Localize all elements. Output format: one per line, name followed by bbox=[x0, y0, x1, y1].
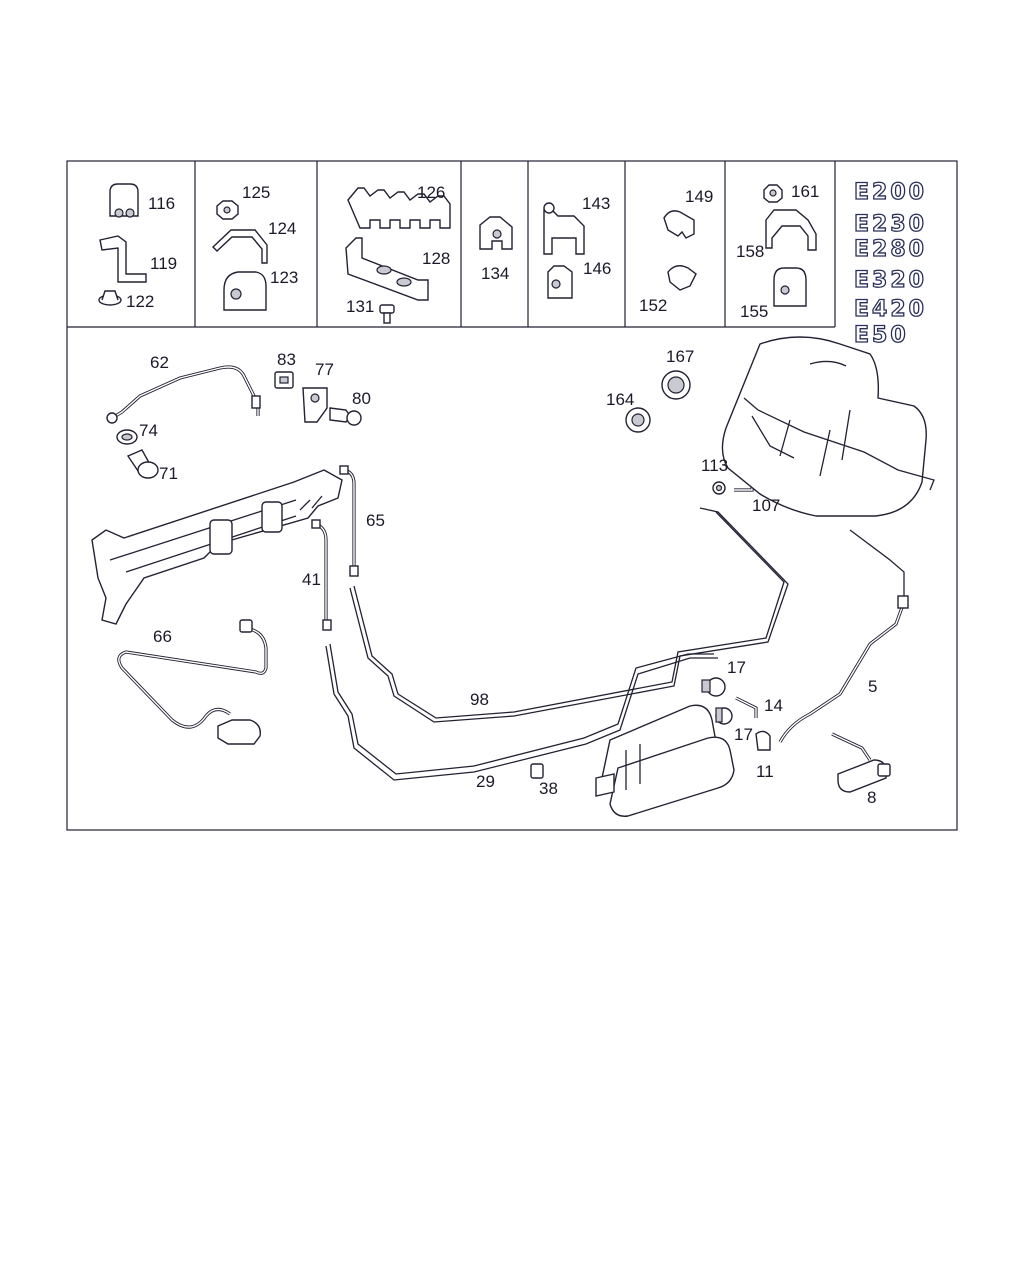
hose-14[interactable] bbox=[735, 696, 758, 718]
label-161: 161 bbox=[791, 182, 819, 201]
label-17-lower: 17 bbox=[734, 725, 753, 744]
label-38: 38 bbox=[539, 779, 558, 798]
label-80: 80 bbox=[352, 389, 371, 408]
grommet-164[interactable] bbox=[625, 407, 651, 433]
label-74: 74 bbox=[139, 421, 158, 440]
clip-152[interactable] bbox=[667, 265, 697, 291]
label-143: 143 bbox=[582, 194, 610, 213]
label-164: 164 bbox=[606, 390, 634, 409]
kit-box-7: 161 158 155 bbox=[736, 182, 819, 321]
mount-146[interactable] bbox=[547, 265, 573, 299]
grommet-167[interactable] bbox=[661, 370, 691, 400]
model-badge-2: E230 bbox=[854, 212, 927, 237]
kit-box-2: 125 124 123 bbox=[211, 183, 298, 311]
clamp-17-lower[interactable] bbox=[715, 707, 733, 725]
model-badge-5: E420 bbox=[854, 297, 927, 322]
label-152: 152 bbox=[639, 296, 667, 315]
model-badge-3: E280 bbox=[854, 237, 927, 262]
kit-box-4: 134 bbox=[479, 216, 513, 283]
label-83: 83 bbox=[277, 350, 296, 369]
label-122: 122 bbox=[126, 292, 154, 311]
fuel-line-41[interactable] bbox=[311, 519, 332, 631]
fuel-rail-assembly[interactable] bbox=[91, 469, 343, 625]
rubber-mount-116[interactable] bbox=[109, 183, 139, 218]
label-128: 128 bbox=[422, 249, 450, 268]
sleeve-38[interactable] bbox=[530, 763, 544, 779]
label-5: 5 bbox=[868, 677, 877, 696]
label-107: 107 bbox=[752, 496, 780, 515]
clamp-17-upper[interactable] bbox=[701, 677, 726, 697]
label-134: 134 bbox=[481, 264, 509, 283]
clip-nut-122[interactable] bbox=[98, 290, 122, 306]
label-131: 131 bbox=[346, 297, 374, 316]
nut-125[interactable] bbox=[216, 200, 239, 220]
label-71: 71 bbox=[159, 464, 178, 483]
label-146: 146 bbox=[583, 259, 611, 278]
label-98: 98 bbox=[470, 690, 489, 709]
label-125: 125 bbox=[242, 183, 270, 202]
fuel-sender-8[interactable] bbox=[831, 732, 891, 793]
bracket-plate-128[interactable] bbox=[345, 237, 429, 301]
clip-134[interactable] bbox=[479, 216, 513, 250]
label-124: 124 bbox=[268, 219, 296, 238]
label-17-upper: 17 bbox=[727, 658, 746, 677]
label-126: 126 bbox=[417, 183, 445, 202]
fuel-line-29[interactable] bbox=[325, 643, 718, 781]
label-119: 119 bbox=[150, 254, 177, 273]
label-149: 149 bbox=[685, 187, 713, 206]
kit-box-6: 149 152 bbox=[639, 187, 713, 315]
kit-box-1: 116 119 122 bbox=[98, 183, 177, 311]
label-155: 155 bbox=[740, 302, 768, 321]
kit-box-3: 126 128 131 bbox=[345, 183, 451, 324]
label-113: 113 bbox=[701, 456, 728, 475]
bracket-158[interactable] bbox=[765, 209, 817, 251]
bracket-77[interactable] bbox=[302, 387, 328, 423]
clamp-113[interactable] bbox=[712, 481, 726, 495]
label-29: 29 bbox=[476, 772, 495, 791]
fuel-hose-66[interactable] bbox=[117, 619, 268, 729]
model-badge-4: E320 bbox=[854, 268, 927, 293]
label-167: 167 bbox=[666, 347, 694, 366]
label-116: 116 bbox=[148, 194, 175, 213]
label-14: 14 bbox=[764, 696, 783, 715]
label-77: 77 bbox=[315, 360, 334, 379]
model-badges: E200 E230 E280 E320 E420 E50 bbox=[853, 179, 927, 348]
rubber-block-123[interactable] bbox=[223, 271, 267, 311]
label-8: 8 bbox=[867, 788, 876, 807]
clip-149[interactable] bbox=[663, 210, 695, 239]
model-badge-6: E50 bbox=[854, 323, 909, 348]
label-66: 66 bbox=[153, 627, 172, 646]
fuel-line-5[interactable] bbox=[778, 529, 909, 743]
connector-66-end[interactable] bbox=[217, 719, 261, 745]
mount-143[interactable] bbox=[543, 202, 585, 255]
label-11: 11 bbox=[756, 762, 774, 781]
label-41: 41 bbox=[302, 570, 321, 589]
label-62: 62 bbox=[150, 353, 169, 372]
bolt-131[interactable] bbox=[379, 304, 395, 324]
fuel-tank[interactable] bbox=[721, 336, 935, 517]
clip-83[interactable] bbox=[274, 371, 294, 389]
seal-ring-74[interactable] bbox=[116, 429, 138, 445]
label-123: 123 bbox=[270, 268, 298, 287]
banjo-bolt-71[interactable] bbox=[126, 449, 159, 479]
bracket-119[interactable] bbox=[99, 235, 147, 283]
model-badge-1: E200 bbox=[854, 180, 927, 205]
label-65: 65 bbox=[366, 511, 385, 530]
clamp-11[interactable] bbox=[755, 730, 771, 751]
bracket-124[interactable] bbox=[211, 229, 268, 264]
label-158: 158 bbox=[736, 242, 764, 261]
fuel-filter-assembly[interactable] bbox=[595, 704, 735, 817]
rubber-mount-155[interactable] bbox=[773, 267, 807, 307]
diagram-frame bbox=[66, 160, 958, 831]
fuel-line-98[interactable] bbox=[349, 507, 789, 723]
nut-161[interactable] bbox=[763, 184, 783, 203]
bolt-80[interactable] bbox=[329, 407, 362, 426]
clamp-strip-126[interactable] bbox=[347, 187, 451, 229]
kit-box-5: 143 146 bbox=[543, 194, 611, 299]
fuel-line-65[interactable] bbox=[339, 465, 359, 577]
fuel-pipe-62[interactable] bbox=[106, 365, 261, 424]
